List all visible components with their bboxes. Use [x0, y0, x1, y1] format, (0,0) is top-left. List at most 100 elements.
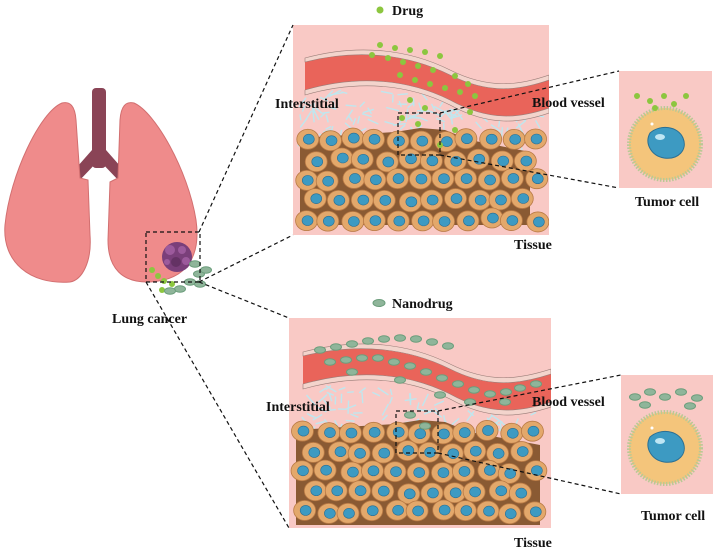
tissue-cells-top — [295, 127, 549, 233]
tissue-cell — [475, 420, 499, 441]
tissue-cell — [296, 128, 320, 150]
tissue-cell — [480, 207, 504, 229]
nanodrug-particle — [499, 398, 511, 406]
tissue-cell — [406, 462, 430, 483]
vessel-wall-upper-bottom — [302, 343, 551, 383]
tissue-cell — [431, 423, 455, 445]
nanodrug-particle — [675, 388, 687, 396]
tumor-mass — [162, 242, 192, 272]
interstitial-fiber — [515, 120, 526, 129]
lung-illustration — [4, 88, 212, 295]
interstitial-fiber — [322, 111, 330, 114]
nanodrug-particle — [500, 388, 512, 396]
tissue-cell — [386, 130, 410, 152]
nanodrug-particle — [314, 346, 326, 354]
interstitial-fiber — [372, 391, 381, 397]
tissue-cell — [510, 188, 534, 209]
zoom-box-top — [397, 112, 441, 156]
tissue-cell — [419, 150, 443, 172]
tissue-cell — [524, 460, 548, 482]
vessel-wall-lower-top — [304, 80, 549, 122]
tissue-cell — [508, 482, 532, 504]
drug-particle — [407, 97, 413, 103]
interstitial-fiber — [299, 117, 308, 128]
interstitial-fiber — [421, 393, 429, 407]
tissue-cell — [456, 210, 480, 232]
drug-particle — [661, 93, 667, 99]
interstitial-fiber — [303, 101, 312, 107]
tissue-cell — [336, 502, 360, 524]
interstitial-fiber — [328, 89, 342, 98]
tissue-cells-bottom — [290, 420, 548, 525]
interstitial-fiber — [338, 386, 346, 391]
nanodrug-particle — [388, 358, 400, 366]
interstitial-fiber — [407, 102, 415, 109]
tissue-cell — [477, 169, 501, 191]
nanodrug-particle — [410, 335, 422, 343]
interstitial-fiber — [328, 393, 333, 402]
tissue-cell — [397, 483, 421, 505]
nanodrug-particle — [514, 384, 526, 392]
interstitial-fiber — [490, 124, 502, 133]
interstitial-fiber — [418, 102, 423, 113]
nanodrug-particle — [659, 393, 671, 401]
interstitial-fiber — [475, 121, 483, 130]
tissue-cell — [510, 441, 534, 462]
interstitial-fiber — [362, 108, 375, 114]
tissue-cell — [363, 210, 386, 232]
tissue-cell — [301, 442, 325, 463]
tissue-cell — [330, 147, 354, 169]
tissue-cell — [488, 189, 512, 211]
tissue-cell — [386, 421, 410, 443]
tissue-cell — [466, 148, 490, 170]
interstitial-fiber — [490, 414, 503, 424]
tissue-cell — [479, 128, 503, 150]
nanodrug-particle — [404, 362, 416, 370]
nanodrug-particle — [164, 287, 176, 295]
tissue-cell — [398, 191, 422, 213]
interstitial-fiber — [380, 90, 393, 95]
interstitial-fiber — [530, 411, 537, 416]
interstitial-fiber — [320, 112, 326, 118]
drug-particle — [647, 98, 653, 104]
interstitial-fiber — [347, 391, 354, 394]
drug-particle — [465, 81, 471, 87]
tissue-label-top: Tissue — [514, 238, 552, 253]
nanodrug-particle — [362, 337, 374, 345]
drug-particle — [415, 121, 421, 127]
tissue-cell — [488, 480, 512, 502]
drug-particle — [385, 55, 391, 61]
interstitial-fiber — [367, 118, 379, 125]
interstitial-fiber — [450, 111, 454, 125]
interstitial-fiber — [316, 406, 327, 413]
drug-particle — [369, 52, 375, 58]
blood-vessel-label-bottom: Blood vessel — [532, 395, 605, 410]
interstitial-fiber — [315, 420, 325, 425]
tissue-label-bottom: Tissue — [514, 536, 552, 551]
nanodrug-particle — [468, 386, 480, 394]
tissue-cell — [303, 480, 327, 502]
tissue-cell — [498, 503, 522, 525]
nanodrug-particle — [330, 343, 342, 351]
panel-top-content — [295, 42, 549, 233]
interstitial-fiber — [319, 387, 327, 393]
interstitial-fiber — [334, 420, 339, 427]
tissue-cell — [521, 420, 544, 442]
interstitial-fiber — [327, 105, 337, 110]
nanodrug-particle — [394, 376, 406, 384]
tissue-cell — [386, 210, 410, 232]
drug-particle — [161, 278, 167, 284]
tissue-cell — [524, 128, 547, 150]
interstitial-fiber — [399, 124, 406, 131]
interstitial-fiber — [388, 396, 393, 404]
tissue-cell — [347, 442, 371, 464]
tissue-cell — [313, 459, 337, 481]
nanodrug-particle — [340, 356, 352, 364]
interstitial-fiber — [359, 101, 366, 108]
interstitial-fiber — [408, 116, 421, 119]
nanodrug-particle — [426, 338, 438, 346]
tissue-cell — [405, 500, 429, 522]
drug-label: Drug — [392, 4, 423, 19]
nanodrug-particle — [378, 335, 390, 343]
